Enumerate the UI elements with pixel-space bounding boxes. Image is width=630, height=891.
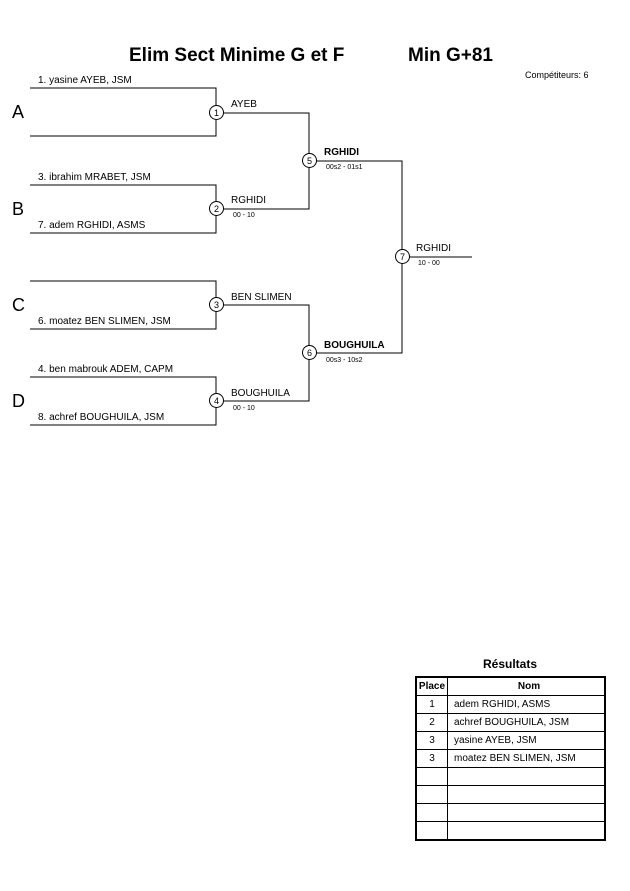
results-row: 1 adem RGHIDI, ASMS [415, 695, 606, 714]
result-place [415, 821, 448, 841]
match-winner: BOUGHUILA [231, 388, 290, 399]
results-row: 2 achref BOUGHUILA, JSM [415, 713, 606, 732]
match-score: 00 - 10 [233, 405, 255, 412]
competitor-entry: 8. achref BOUGHUILA, JSM [38, 412, 165, 423]
match-number-badge: 7 [395, 249, 410, 264]
match-number-badge: 4 [209, 393, 224, 408]
pool-label-c: C [12, 295, 25, 315]
results-row: 3 moatez BEN SLIMEN, JSM [415, 749, 606, 768]
match-score: 00s3 - 10s2 [326, 357, 363, 364]
final-winner: RGHIDI [416, 243, 451, 254]
match-score: 00s2 - 01s1 [326, 164, 363, 171]
results-row [415, 821, 606, 841]
match-number-badge: 5 [302, 153, 317, 168]
results-table: Place Nom 1 adem RGHIDI, ASMS 2 achref B… [415, 676, 606, 841]
competitor-entry: 7. adem RGHIDI, ASMS [38, 220, 146, 231]
results-row [415, 785, 606, 804]
result-place: 1 [415, 695, 448, 714]
results-row: 3 yasine AYEB, JSM [415, 731, 606, 750]
pool-label-d: D [12, 391, 25, 411]
result-name: moatez BEN SLIMEN, JSM [447, 749, 606, 768]
match-winner: BEN SLIMEN [231, 292, 292, 303]
result-place: 3 [415, 749, 448, 768]
match-winner: RGHIDI [324, 147, 359, 158]
result-place [415, 803, 448, 822]
result-name [447, 785, 606, 804]
results-header-place: Place [415, 676, 448, 696]
final-score: 10 - 00 [418, 260, 440, 267]
match-number-badge: 6 [302, 345, 317, 360]
weight-category: Min G+81 [408, 45, 493, 66]
results-header-row: Place Nom [415, 676, 606, 696]
results-header-name: Nom [447, 676, 606, 696]
pool-label-a: A [12, 102, 25, 122]
match-number-badge: 2 [209, 201, 224, 216]
result-name: achref BOUGHUILA, JSM [447, 713, 606, 732]
event-title: Elim Sect Minime G et F [129, 45, 345, 66]
result-name [447, 767, 606, 786]
results-title: Résultats [483, 657, 538, 671]
competitor-entry: 6. moatez BEN SLIMEN, JSM [38, 316, 171, 327]
result-name: adem RGHIDI, ASMS [447, 695, 606, 714]
result-place: 2 [415, 713, 448, 732]
pool-label-b: B [12, 199, 25, 219]
competitor-entry: 4. ben mabrouk ADEM, CAPM [38, 364, 174, 375]
match-number-badge: 3 [209, 297, 224, 312]
match-winner: AYEB [231, 99, 257, 110]
competitor-entry: 1. yasine AYEB, JSM [38, 75, 132, 86]
results-row [415, 803, 606, 822]
result-name [447, 803, 606, 822]
match-number-badge: 1 [209, 105, 224, 120]
match-winner: BOUGHUILA [324, 340, 385, 351]
match-winner: RGHIDI [231, 195, 266, 206]
competitors-count: Compétiteurs: 6 [525, 70, 589, 80]
result-name [447, 821, 606, 841]
match-score: 00 - 10 [233, 212, 255, 219]
competitor-entry: 3. ibrahim MRABET, JSM [38, 172, 151, 183]
results-row [415, 767, 606, 786]
result-place [415, 767, 448, 786]
result-name: yasine AYEB, JSM [447, 731, 606, 750]
result-place: 3 [415, 731, 448, 750]
result-place [415, 785, 448, 804]
